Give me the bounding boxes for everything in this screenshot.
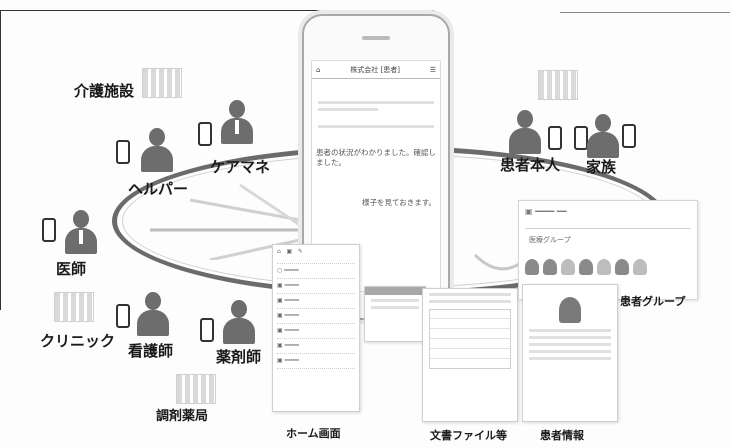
doctor-label: 医師 [56, 260, 87, 278]
smartphone-mockup: ⌂ 株式会社 [患者] ☰ 患者の状況がわかりました。確認しました。 様子を見て… [302, 14, 450, 320]
document-header [365, 287, 425, 295]
clinic-building-icon [54, 292, 94, 322]
document-line [371, 306, 419, 309]
family-label: 家族 [586, 158, 617, 176]
helper-figure-icon [140, 128, 174, 172]
family-figure-icon [586, 114, 620, 158]
patient-info-avatar [559, 297, 581, 323]
chat-divider-2 [318, 108, 378, 111]
patient-info-line [529, 357, 611, 360]
nurse-phone-icon [116, 304, 130, 328]
home-screen-tabs: ⌂ ▣ ✎ [277, 248, 355, 264]
chat-message-1: 患者の状況がわかりました。確認しました。 [316, 148, 436, 168]
pharmacist-label: 薬剤師 [216, 348, 262, 366]
group-card-title: 医療グループ [529, 236, 571, 244]
documents-caption: 文書ファイル等 [430, 429, 507, 442]
chat-header: ⌂ 株式会社 [患者] ☰ [312, 61, 440, 79]
home-screen-card: ⌂ ▣ ✎ ○ ━━━━ ▣ ━━━━ ▣ ━━━━ ▣ ━━━━ ▣ ━━━━… [272, 244, 360, 412]
doctor-figure-icon [64, 210, 98, 254]
patient-info-card [522, 284, 618, 422]
document-line [371, 299, 419, 302]
home-screen-row: ▣ ━━━━ [277, 327, 355, 339]
group-avatars [525, 259, 691, 279]
patient-info-caption: 患者情報 [540, 429, 584, 442]
patient-figure-icon [508, 110, 542, 154]
pharmacy-building-icon [176, 374, 216, 404]
patient-label: 患者本人 [500, 156, 561, 174]
helper-label: ヘルパー [128, 180, 189, 198]
document-card-2 [422, 288, 518, 422]
group-card-header: ▣ ━━━━ ━━ [525, 207, 691, 229]
connection-arrows [150, 183, 301, 260]
document-line [429, 300, 511, 303]
avatar [561, 259, 575, 275]
care-manager-label: ケアマネ [210, 158, 271, 176]
dispensing-pharmacy-label: 調剤薬局 [156, 409, 209, 424]
care-facility-label: 介護施設 [74, 82, 135, 100]
patient-group-card: ▣ ━━━━ ━━ 医療グループ [518, 200, 698, 300]
home-screen-caption: ホーム画面 [286, 427, 341, 440]
doctor-phone-icon [42, 218, 56, 242]
family-phone-icon-2 [622, 124, 636, 148]
avatar [615, 259, 629, 275]
care-facility-building-icon [142, 68, 182, 98]
menu-icon[interactable]: ☰ [429, 65, 436, 74]
chat-divider [318, 101, 434, 104]
chat-header-title: 株式会社 [患者] [350, 65, 400, 74]
home-screen-row: ▣ ━━━━ [277, 342, 355, 354]
avatar [543, 259, 557, 275]
home-building-icon [538, 70, 578, 100]
avatar [525, 259, 539, 275]
home-screen-row: ○ ━━━━ [277, 267, 355, 279]
nurse-figure-icon [136, 292, 170, 336]
home-screen-row: ▣ ━━━━ [277, 297, 355, 309]
document-table [429, 309, 511, 369]
patient-info-line [529, 329, 611, 332]
chat-message-2: 様子を見ておきます。 [361, 198, 436, 208]
clinic-label: クリニック [40, 332, 116, 350]
home-icon[interactable]: ⌂ [316, 65, 321, 74]
phone-speaker [362, 36, 390, 40]
patient-group-label: 患者グループ [620, 295, 686, 308]
document-card-1 [364, 286, 426, 342]
patient-info-line [529, 350, 611, 353]
document-line [429, 293, 511, 296]
care-manager-figure-icon [220, 100, 254, 144]
home-screen-row: ▣ ━━━━ [277, 282, 355, 294]
frame-top-left [0, 10, 434, 11]
frame-top-right [560, 12, 730, 13]
pharmacist-figure-icon [222, 300, 256, 344]
patient-phone-icon [548, 126, 562, 150]
nurse-label: 看護師 [128, 342, 174, 360]
frame-left-edge [0, 10, 1, 310]
chat-divider-3 [318, 125, 434, 128]
home-screen-row: ▣ ━━━━ [277, 312, 355, 324]
family-phone-icon [574, 126, 588, 150]
avatar [597, 259, 611, 275]
patient-info-line [529, 343, 611, 346]
avatar [579, 259, 593, 275]
avatar [633, 259, 647, 275]
care-manager-phone-icon [198, 122, 212, 146]
home-screen-row: ▣ ━━━━ [277, 357, 355, 369]
pharmacist-phone-icon [200, 318, 214, 342]
helper-phone-icon [116, 140, 130, 164]
patient-info-line [529, 336, 611, 339]
